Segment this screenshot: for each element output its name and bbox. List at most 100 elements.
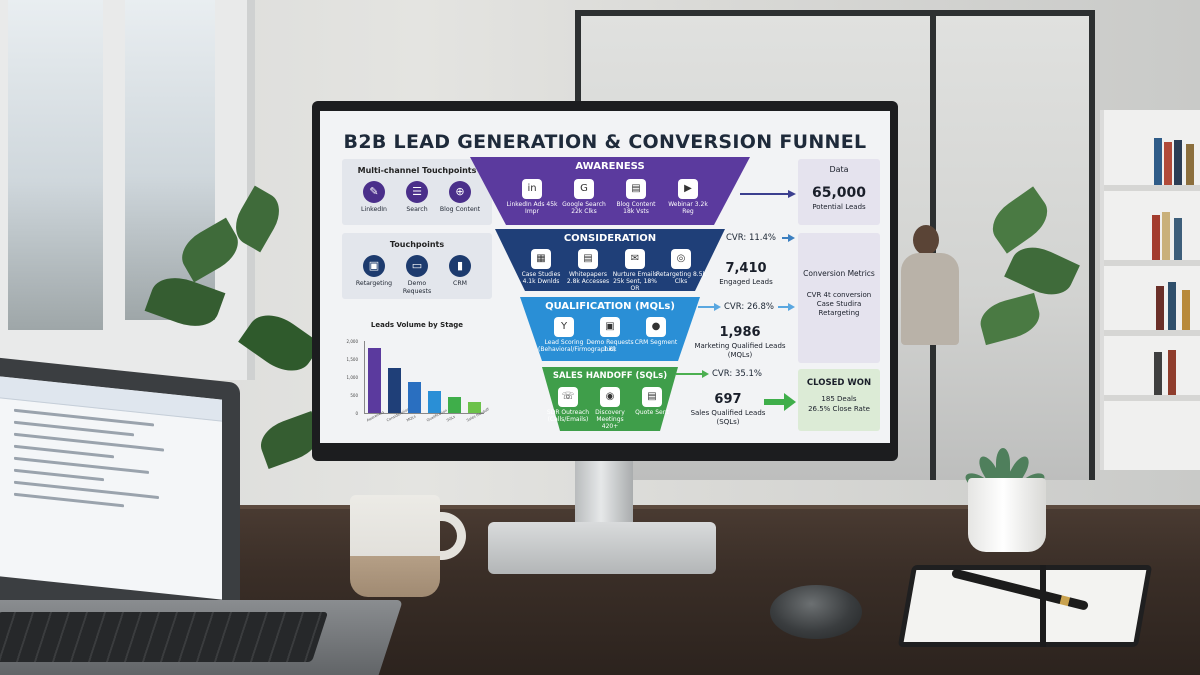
- touchpoint-blog[interactable]: ⊕ Blog Content: [438, 181, 482, 214]
- search-icon: ☰: [406, 181, 428, 203]
- linkedin-icon: in: [522, 179, 542, 199]
- stage-item[interactable]: ▤ Blog Content 18k Vsts: [610, 179, 662, 215]
- monitor-screen: B2B LEAD GENERATION & CONVERSION FUNNEL …: [320, 111, 890, 443]
- flow-arrow: [676, 373, 704, 375]
- crm-segment-icon: ●: [646, 317, 666, 337]
- stage-item[interactable]: in LinkedIn Ads 45k Impr: [506, 179, 558, 215]
- touchpoint-demo[interactable]: ▭ Demo Requests: [395, 255, 439, 295]
- x-axis: [364, 413, 484, 414]
- touchpoints-panel-2: Touchpoints ▣ Retargeting ▭ Demo Request…: [342, 233, 492, 299]
- stage-consideration[interactable]: CONSIDERATION ▦ Case Studies 4.1k Dwnlds…: [495, 229, 725, 292]
- demo-icon: ▣: [600, 317, 620, 337]
- closed-won-title: CLOSED WON: [806, 378, 872, 388]
- arrow-head-icon: [788, 190, 796, 198]
- stage-item[interactable]: ▦ Case Studies 4.1k Dwnlds: [515, 249, 567, 285]
- cvr-label: CVR: 26.8%: [724, 302, 774, 312]
- conversion-line: Case Studira: [816, 300, 862, 308]
- laptop-keyboard: [0, 612, 329, 662]
- touchpoint-linkedin[interactable]: ✎ LinkedIn: [352, 181, 396, 214]
- stage-item[interactable]: ▤ Whitepapers 2.8k Accesses: [562, 249, 614, 285]
- arrow-head-icon: [702, 370, 709, 378]
- arrow-head-icon: [784, 393, 796, 411]
- linkedin-icon: ✎: [363, 181, 385, 203]
- globe-icon: ⊕: [449, 181, 471, 203]
- stage-awareness[interactable]: AWARENESS in LinkedIn Ads 45k Impr G Goo…: [470, 157, 750, 225]
- arrow-head-icon: [788, 234, 795, 242]
- conversion-title: Conversion Metrics: [803, 269, 875, 278]
- stage-item[interactable]: Y Lead Scoring (Behavioral/Firmographic): [538, 317, 616, 353]
- chart-title: Leads Volume by Stage: [370, 321, 464, 329]
- closed-won-deals: 185 Deals: [821, 395, 857, 403]
- flow-arrow: [698, 306, 716, 308]
- stage-item[interactable]: ☏ SDR Outreach (Calls/Emails): [546, 387, 590, 423]
- y-tick-label: 1,000: [346, 375, 358, 380]
- chart-bar: [467, 402, 481, 413]
- metric-value: 697: [714, 392, 742, 407]
- phone-icon: ☏: [558, 387, 578, 407]
- panel-title: Touchpoints: [389, 240, 445, 249]
- flow-arrow: [782, 237, 790, 239]
- stage-item[interactable]: ▣ Demo Requests 1.6k: [584, 317, 636, 353]
- stage-item[interactable]: ✉ Nurture Emails 25k Sent, 18% OR: [609, 249, 661, 292]
- retargeting-icon: ◎: [671, 249, 691, 269]
- stage-item[interactable]: ● CRM Segment: [630, 317, 682, 346]
- stage-qualification[interactable]: QUALIFICATION (MQLs) Y Lead Scoring (Beh…: [520, 297, 700, 361]
- window-frame: [0, 0, 255, 380]
- metric-label: Sales Qualified Leads (SQLs): [690, 409, 766, 426]
- stage-shape: [470, 157, 750, 225]
- google-icon: G: [574, 179, 594, 199]
- laptop-screen: [0, 376, 222, 600]
- touchpoint-retargeting[interactable]: ▣ Retargeting: [352, 255, 396, 288]
- mug-handle: [432, 512, 466, 560]
- chart-bar: [367, 348, 381, 413]
- stage-sales-handoff[interactable]: SALES HANDOFF (SQLs) ☏ SDR Outreach (Cal…: [542, 367, 678, 431]
- y-tick-label: 1,500: [346, 357, 358, 362]
- touchpoint-crm[interactable]: ▮ CRM: [438, 255, 482, 288]
- plant-pot: [968, 478, 1046, 552]
- stage-name: AWARENESS: [575, 161, 645, 172]
- stage-item[interactable]: ▤ Quote Sent: [630, 387, 674, 416]
- stage-shape: [495, 229, 725, 291]
- cvr-label: CVR: 11.4%: [726, 233, 776, 243]
- stage-item[interactable]: ◎ Retargeting 8.5k Clks: [655, 249, 707, 285]
- metric-value: 65,000: [811, 185, 867, 201]
- chart-bar: [447, 396, 461, 413]
- data-box: Data 65,000 Potential Leads: [798, 159, 880, 225]
- case-study-icon: ▦: [531, 249, 551, 269]
- stage-item[interactable]: ◉ Discovery Meetings 420+: [588, 387, 632, 430]
- closed-won-box: CLOSED WON 185 Deals 26.5% Close Rate: [798, 369, 880, 431]
- whitepaper-icon: ▤: [578, 249, 598, 269]
- touchpoint-search[interactable]: ☰ Search: [395, 181, 439, 214]
- data-box-title: Data: [829, 165, 849, 174]
- filter-icon: Y: [554, 317, 574, 337]
- closed-won-rate: 26.5% Close Rate: [808, 405, 870, 413]
- notebook-band: [1040, 565, 1046, 647]
- y-tick-label: 0: [355, 411, 358, 416]
- conversion-line: Retargeting: [818, 309, 860, 317]
- metric-value: 7,410: [725, 261, 767, 276]
- page-title: B2B LEAD GENERATION & CONVERSION FUNNEL: [343, 131, 867, 153]
- blog-icon: ▤: [626, 179, 646, 199]
- metric-label: Engaged Leads: [719, 278, 773, 286]
- quote-icon: ▤: [642, 387, 662, 407]
- conversion-metrics-box: Conversion Metrics CVR 4t conversion Cas…: [798, 233, 880, 363]
- person-at-desk: [895, 225, 965, 345]
- metric-label: Marketing Qualified Leads (MQLs): [694, 342, 786, 359]
- coffee-mug: [350, 495, 440, 597]
- closed-won-arrow: [764, 399, 786, 405]
- window-pane: [8, 0, 103, 330]
- stage-name: CONSIDERATION: [563, 233, 657, 244]
- flow-arrow: [778, 306, 790, 308]
- meeting-icon: ◉: [600, 387, 620, 407]
- stage-item[interactable]: G Google Search 22k Clks: [558, 179, 610, 215]
- stage-item[interactable]: ▶ Webinar 3.2k Reg: [662, 179, 714, 215]
- arrow-head-icon: [788, 303, 795, 311]
- arrow-head-icon: [714, 303, 721, 311]
- metric-value: 1,986: [719, 325, 761, 340]
- notebook: [897, 565, 1153, 647]
- monitor-icon: ▭: [406, 255, 428, 277]
- x-tick-label: SQLs: [446, 414, 456, 423]
- flow-arrow: [740, 193, 790, 195]
- bar-chart-icon: ▮: [449, 255, 471, 277]
